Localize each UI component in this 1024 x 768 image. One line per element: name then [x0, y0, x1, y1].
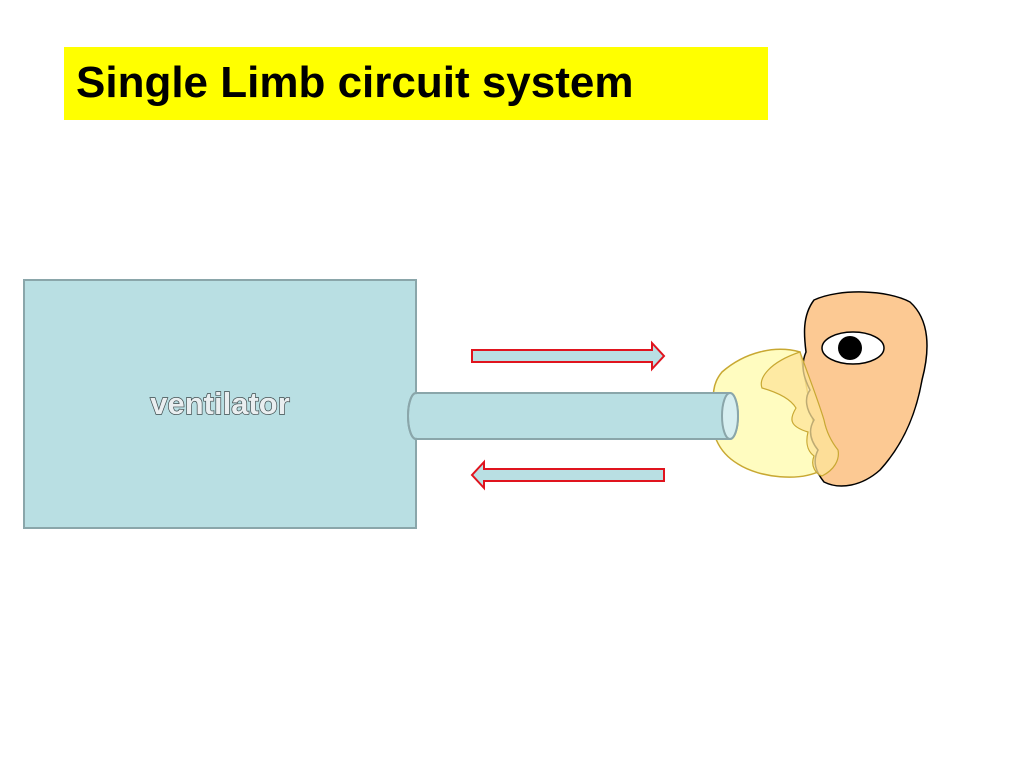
- title-banner: Single Limb circuit system: [64, 47, 768, 120]
- ventilator-label: ventilator: [150, 386, 290, 421]
- ventilator-box: [23, 279, 417, 529]
- circuit-tube: [407, 392, 739, 440]
- arrow-left-icon: [470, 459, 665, 491]
- slide-title: Single Limb circuit system: [76, 58, 634, 107]
- eye-icon: [821, 331, 885, 365]
- arrow-right-icon: [471, 340, 666, 372]
- mask-cushion: [760, 351, 839, 477]
